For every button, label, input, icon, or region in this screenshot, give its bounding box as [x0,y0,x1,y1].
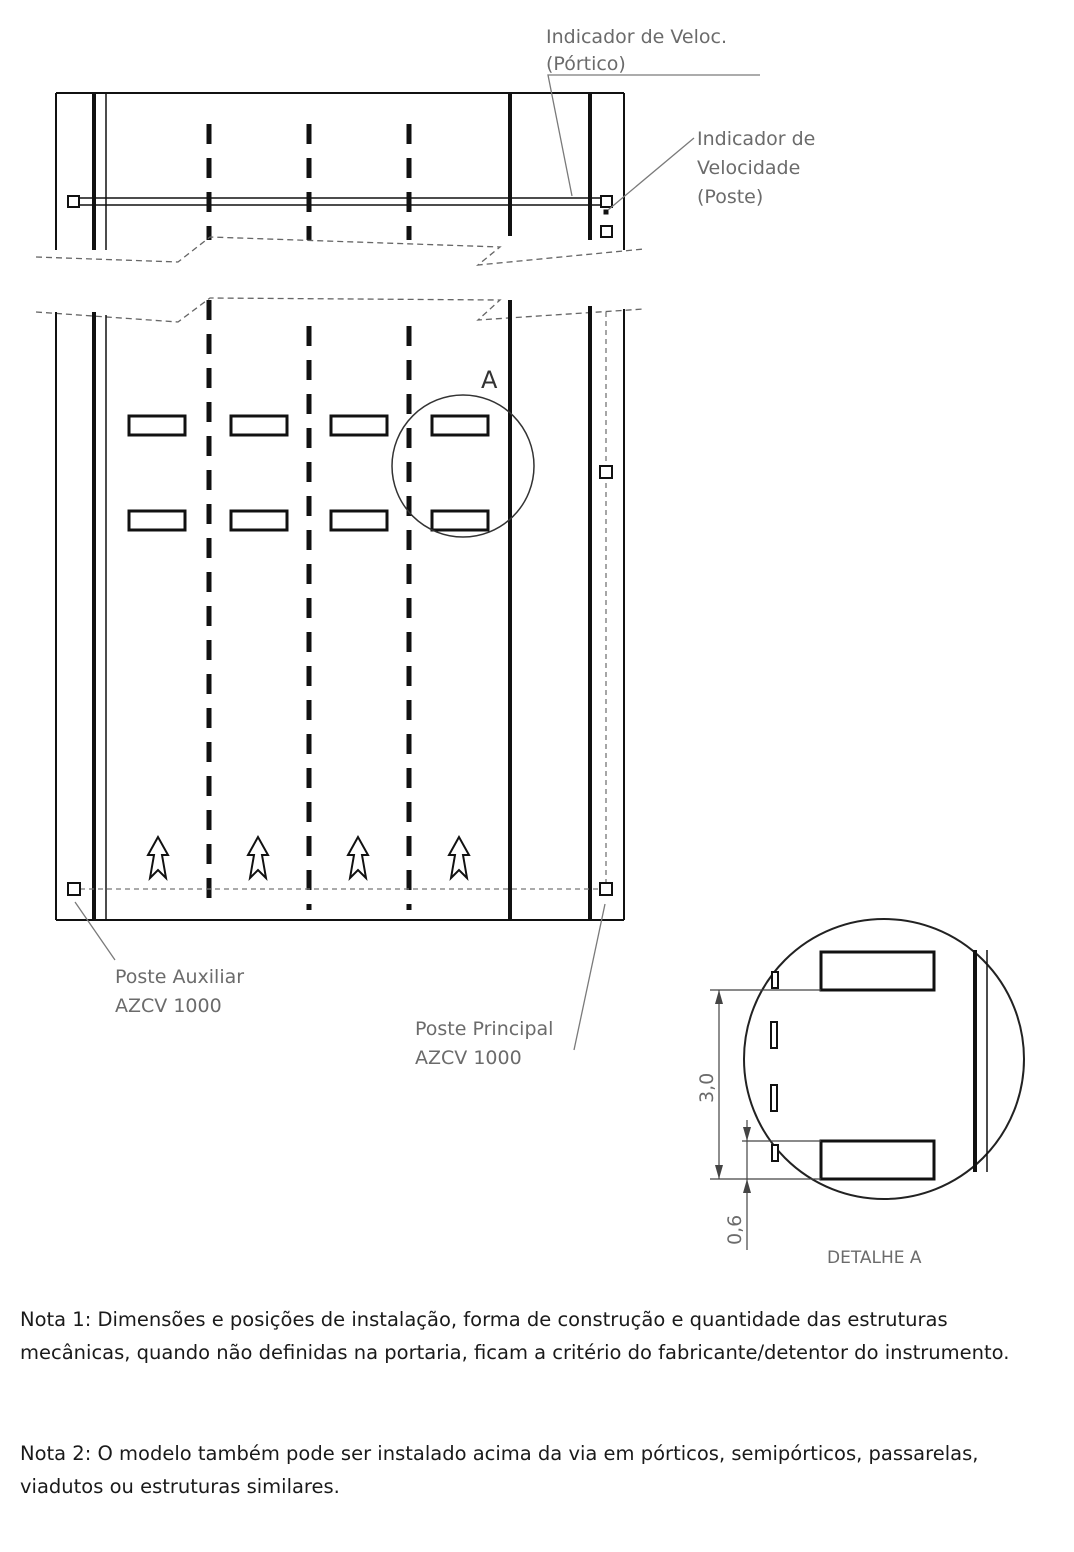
detail-marker-label: A [481,366,498,394]
indicador-poste-label: Indicador de Velocidade (Poste) [697,128,821,208]
arrow-up-icon [346,834,370,881]
road-installation-diagram: A Indicador de Veloc. (Pórtico) Indicado… [35,26,1025,1268]
arrow-up-icon [447,834,471,881]
gantry-bar [67,195,613,238]
detail-a-circle [391,394,535,538]
direction-arrows [146,834,471,881]
arrow-up-icon [246,834,270,881]
note-2: Nota 2: O modelo também pode ser instala… [20,1442,979,1498]
posts [67,465,613,896]
detail-a-title: DETALHE A [827,1248,922,1268]
loop-sensors [127,414,490,532]
poste-auxiliar-label: Poste Auxiliar AZCV 1000 [115,966,250,1017]
detail-a-view: 3,0 0,6 DETALHE A [696,918,1025,1268]
post-marker-right-middle [599,465,613,479]
leader-lines [74,74,760,1051]
note-1: Nota 1: Dimensões e posições de instalaç… [20,1308,1010,1364]
post-principal-marker [599,882,613,896]
poste-principal-label: Poste Principal AZCV 1000 [415,1018,560,1069]
indicador-portico-label: Indicador de Veloc. (Pórtico) [546,26,733,75]
lower-road-section [55,300,625,921]
break-lines [35,236,645,323]
arrow-up-icon [146,834,170,881]
dimension-3-label: 3,0 [696,1073,718,1103]
upper-road-section [55,92,625,250]
dimension-06-label: 0,6 [724,1215,746,1245]
post-auxiliar-marker [67,882,81,896]
